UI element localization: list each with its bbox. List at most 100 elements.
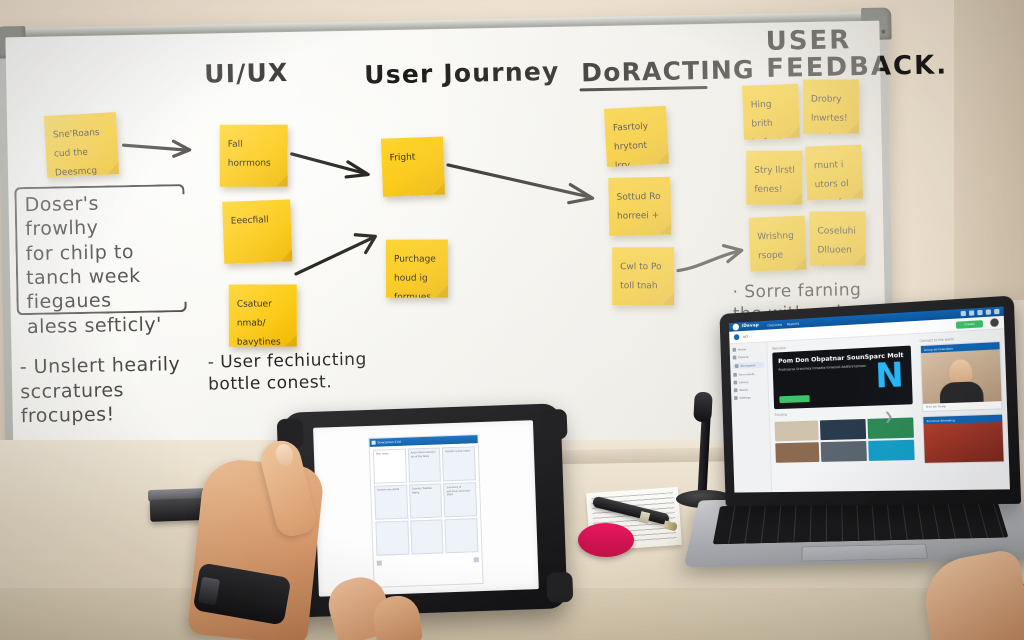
video-card-thumbnail bbox=[921, 349, 1002, 404]
person-torso bbox=[939, 381, 984, 404]
document-cell[interactable] bbox=[409, 519, 444, 555]
tablet-screen[interactable]: Dvocamen Crid Plan notes Acton items sur… bbox=[313, 420, 539, 597]
whiteboard: UI/UX User Journey DoRACTING USER FEEDBA… bbox=[0, 7, 948, 531]
textbox-bracket bbox=[14, 184, 186, 315]
top-nav-reports[interactable]: Reports bbox=[786, 321, 800, 326]
gear-icon[interactable] bbox=[994, 308, 1000, 315]
sticky-note-fb-3[interactable]: Stry llrstl fenes! bbox=[746, 150, 803, 205]
column-heading-user-journey: User Journey bbox=[363, 56, 560, 90]
document-cell-text: Acton items surmaru list of the tasks bbox=[410, 450, 436, 459]
sticky-note-text: Fright bbox=[389, 152, 416, 164]
video-card-2-title: Sonrennt Worketing bbox=[926, 417, 955, 423]
document-cell[interactable]: Plan notes bbox=[372, 448, 407, 484]
pink-sticky-pad[interactable] bbox=[578, 523, 634, 557]
bullet-user-fechiucting: - User fechiucting bottle conest. bbox=[207, 349, 367, 395]
document-cell[interactable]: Rosults review notes bbox=[442, 446, 476, 482]
content-tile[interactable] bbox=[820, 418, 866, 441]
next-page-icon[interactable] bbox=[473, 557, 479, 563]
sidebar-item-teams[interactable]: Teams bbox=[733, 387, 765, 393]
sidebar-item-explore[interactable]: Explore bbox=[732, 354, 764, 360]
sidebar-item-home[interactable]: Home bbox=[732, 346, 763, 352]
bullet-unslert: - Unslert hearily sccratures frocupes! bbox=[19, 353, 181, 428]
create-button[interactable]: Create bbox=[955, 319, 984, 329]
content-tile[interactable] bbox=[820, 440, 867, 462]
document-cell-grid: Plan notes Acton items surmaru list of t… bbox=[370, 443, 482, 559]
app-brand: iDevap bbox=[741, 323, 760, 330]
document-cell-text: Summary of outcomes and next steps bbox=[446, 485, 470, 497]
whiteboard-surface: UI/UX User Journey DoRACTING USER FEEDBA… bbox=[5, 20, 948, 519]
document-cell[interactable]: Sectorn one detail bbox=[374, 484, 408, 520]
sidebar-item-label: Workspace bbox=[740, 363, 756, 368]
arrow-uiux-to-journey bbox=[290, 152, 370, 179]
sticky-note-text: Coseluhi Dlluoen st mromverg bbox=[817, 226, 856, 265]
sidebar-item-workspace[interactable]: Workspace bbox=[732, 361, 765, 370]
sticky-note-dr-3[interactable]: Cwl to Po toll tnah bbox=[612, 247, 675, 306]
column-heading-user-feedback: USER FEEDBACK. bbox=[765, 25, 949, 85]
prev-page-icon[interactable] bbox=[376, 560, 382, 566]
column-heading-uiux: UI/UX bbox=[203, 58, 289, 89]
content-tile[interactable] bbox=[774, 420, 819, 442]
home-icon bbox=[732, 347, 737, 352]
sticky-note-text: Stry llrstl fenes! bbox=[754, 165, 795, 195]
sticky-note-dr-2[interactable]: Sottud Ro horreei + bbox=[608, 176, 672, 236]
sidebar-item-label: Home bbox=[737, 347, 747, 352]
sidebar-item-label: Documents bbox=[738, 372, 755, 377]
sticky-note-fb-5[interactable]: Wrishng rsope sou g prd sul Snarkuns bbox=[748, 215, 807, 272]
document-cell[interactable]: Cusmter feadbac listing bbox=[408, 483, 443, 519]
sidebar-item-documents[interactable]: Documents bbox=[733, 372, 764, 377]
hero-cta-button[interactable] bbox=[779, 395, 810, 404]
document-cell[interactable] bbox=[375, 520, 410, 556]
gear-icon bbox=[733, 395, 738, 400]
sticky-note-text: Csatuer nmab/ bavytines bbox=[236, 299, 281, 347]
sticky-note-text: Eeecfiall bbox=[230, 215, 269, 227]
sticky-note-fb-6[interactable]: Coseluhi Dlluoen st mromverg bbox=[809, 211, 866, 266]
video-card-2[interactable]: Sonrennt Worketing bbox=[922, 413, 1005, 464]
sticky-note-dr-1[interactable]: Fasrtoly hrytont lrry neienv horeaw bbox=[603, 105, 669, 167]
sticky-note-fb-2[interactable]: Drobry lnwrtes! ora i binerfearse bbox=[802, 79, 859, 134]
tablet-document[interactable]: Dvocamen Crid Plan notes Acton items sur… bbox=[368, 434, 484, 588]
document-cell-text: Cusmter feadbac listing bbox=[411, 486, 433, 495]
sticky-note-fb-1[interactable]: Hing brith haf urt osulte bbox=[742, 83, 800, 140]
sticky-note-ux-3[interactable]: Csatuer nmab/ bavytines bbox=[228, 284, 297, 347]
content-tile[interactable] bbox=[867, 439, 915, 461]
sticky-note-text: Wrishng rsope sou g prd sul Snarkuns bbox=[757, 231, 794, 272]
sticky-note-text: Sne'Roans cud the Deesmcg bbox=[52, 128, 100, 178]
document-cell[interactable] bbox=[444, 518, 479, 554]
tablet-case-corner bbox=[540, 408, 568, 440]
document-cell[interactable]: Summary of outcomes and next steps bbox=[443, 482, 478, 518]
avatar[interactable] bbox=[990, 318, 999, 327]
sticky-note-intro[interactable]: Sne'Roans cud the Deesmcg bbox=[43, 112, 120, 178]
column-heading-doracting: DoRACTING bbox=[580, 55, 755, 88]
content-tile-grid bbox=[774, 417, 915, 463]
sticky-note-ux-1[interactable]: Fall horrmons bbox=[219, 124, 288, 187]
document-cell[interactable]: Acton items surmaru list of the tasks bbox=[407, 447, 442, 483]
workspace-avatar-icon bbox=[733, 334, 740, 341]
help-icon[interactable] bbox=[985, 309, 992, 315]
sticky-note-ux-2[interactable]: Eeecfiall bbox=[222, 199, 293, 264]
video-card[interactable]: Group all Coworkers Prdo ale Toresp bbox=[919, 340, 1003, 413]
app-right-column: Connect to the world Group all Coworkers… bbox=[915, 329, 1010, 491]
chevron-right-icon[interactable]: ❯ bbox=[883, 410, 894, 424]
arrow-uiux-to-journey-lower bbox=[294, 233, 377, 276]
arrow-intro-to-uiux bbox=[121, 139, 192, 158]
grid-icon[interactable] bbox=[977, 309, 983, 316]
create-button-label: Create bbox=[964, 321, 975, 327]
document-icon bbox=[371, 440, 376, 445]
sticky-note-text: Drobry lnwrtes! ora i binerfearse bbox=[810, 94, 848, 134]
content-tile[interactable] bbox=[775, 442, 820, 463]
sticky-note-fb-4[interactable]: rnunt i utors ol nuegf Rjterotoui bbox=[805, 144, 864, 201]
bell-icon[interactable] bbox=[968, 310, 975, 316]
sidebar-item-settings[interactable]: Settings bbox=[733, 395, 765, 400]
sticky-note-text: Fasrtoly hrytont lrry neienv horeaw bbox=[612, 121, 649, 167]
hero-banner[interactable]: Pom Don Obpatnar SounSparc Molt Prodnoar… bbox=[772, 345, 913, 410]
search-icon[interactable] bbox=[960, 310, 966, 317]
video-card-2-thumbnail bbox=[923, 421, 1004, 463]
sticky-note-uj-1[interactable]: Fright bbox=[380, 136, 446, 197]
laptop-screen[interactable]: iDevap Overview Reports ucl bbox=[728, 306, 1010, 493]
sidebar-item-library[interactable]: Library bbox=[733, 379, 764, 385]
library-icon bbox=[733, 380, 738, 385]
laptop-trackpad[interactable] bbox=[801, 543, 929, 562]
laptop-keyboard[interactable] bbox=[712, 500, 1009, 545]
top-nav-overview[interactable]: Overview bbox=[767, 322, 783, 328]
